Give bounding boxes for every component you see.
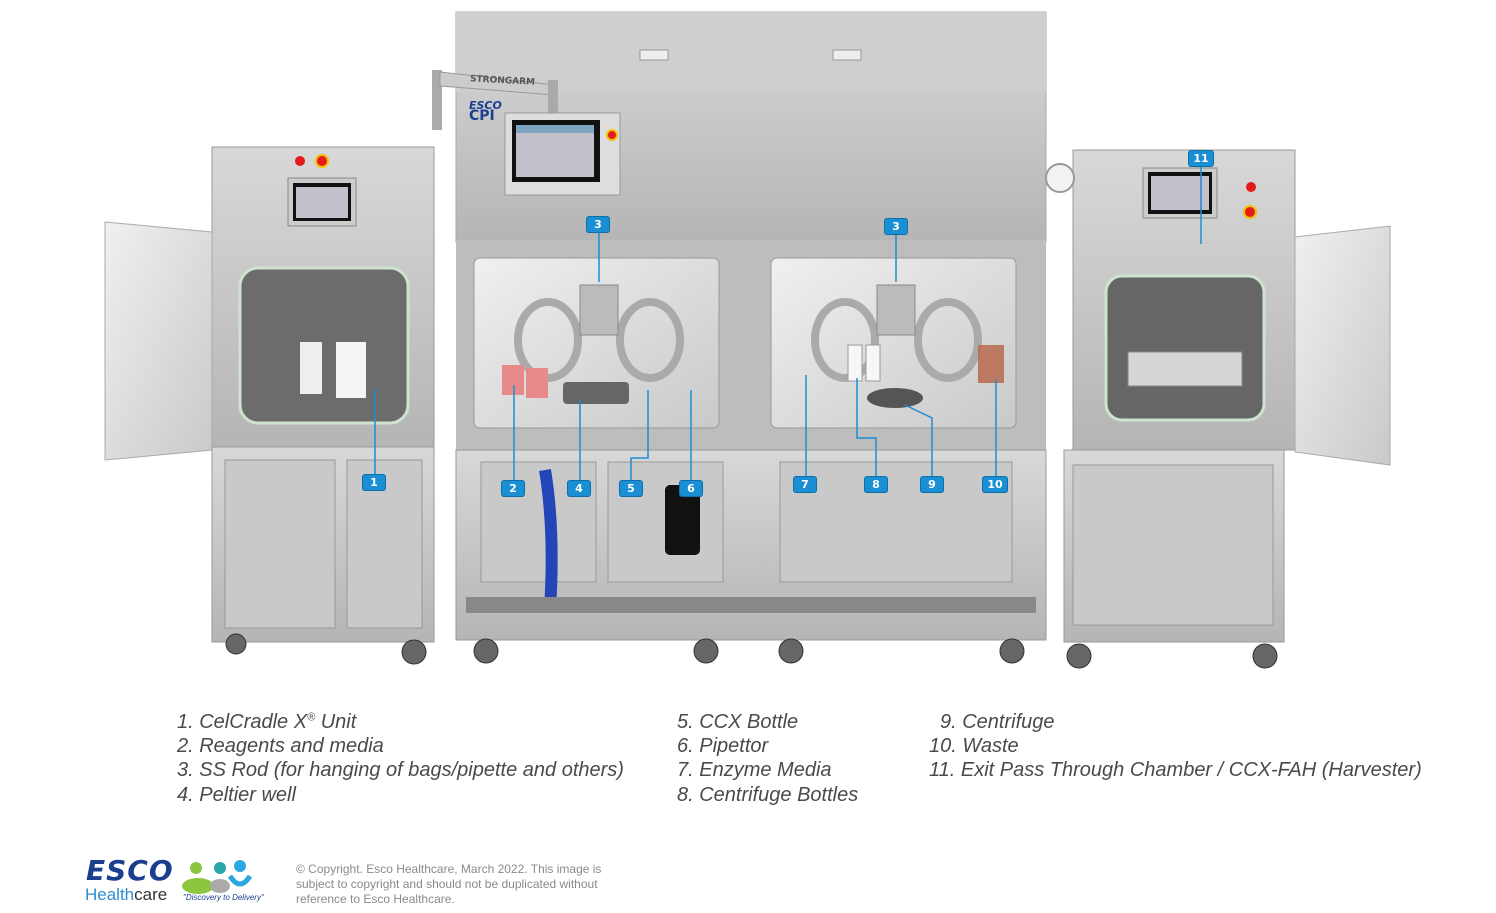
legend-item-10: 10. Waste [929, 735, 1019, 757]
legend-item-7: 7. Enzyme Media [677, 759, 832, 781]
callout-badge-4: 4 [568, 481, 590, 496]
callout-badge-11: 11 [1189, 151, 1213, 166]
legend-item-11: 11. Exit Pass Through Chamber / CCX-FAH … [929, 759, 1422, 781]
callout-badge-2: 2 [502, 481, 524, 496]
isolator-illustration [104, 11, 1391, 669]
callout-badge-3-right: 3 [885, 219, 907, 234]
legend-item-6: 6. Pipettor [677, 735, 769, 757]
callout-badge-6: 6 [680, 481, 702, 496]
legend-item-3: 3. SS Rod (for hanging of bags/pipette a… [177, 759, 624, 781]
callout-badge-10: 10 [983, 477, 1007, 492]
legend-item-4: 4. Peltier well [177, 784, 296, 806]
legend-item-5: 5. CCX Bottle [677, 711, 799, 733]
esco-logo: ESCO [86, 854, 174, 887]
legend-item-1: 1. CelCradle X® Unit [177, 711, 357, 733]
callout-badge-1: 1 [363, 475, 385, 490]
legend-item-2: 2. Reagents and media [177, 735, 384, 757]
legend-item-8: 8. Centrifuge Bottles [677, 784, 859, 806]
copyright-notice: © Copyright. Esco Healthcare, March 2022… [296, 862, 602, 906]
people-logo-icon [182, 860, 253, 894]
callout-badge-7: 7 [794, 477, 816, 492]
callout-badge-8: 8 [865, 477, 887, 492]
callout-badge-9: 9 [921, 477, 943, 492]
healthcare-wordmark: Healthcare [85, 885, 168, 904]
legend-item-9: 9. Centrifuge [940, 711, 1055, 733]
tagline: "Discovery to Delivery" [183, 893, 264, 902]
callout-badge-5: 5 [620, 481, 642, 496]
callout-badge-3-left: 3 [587, 217, 609, 232]
